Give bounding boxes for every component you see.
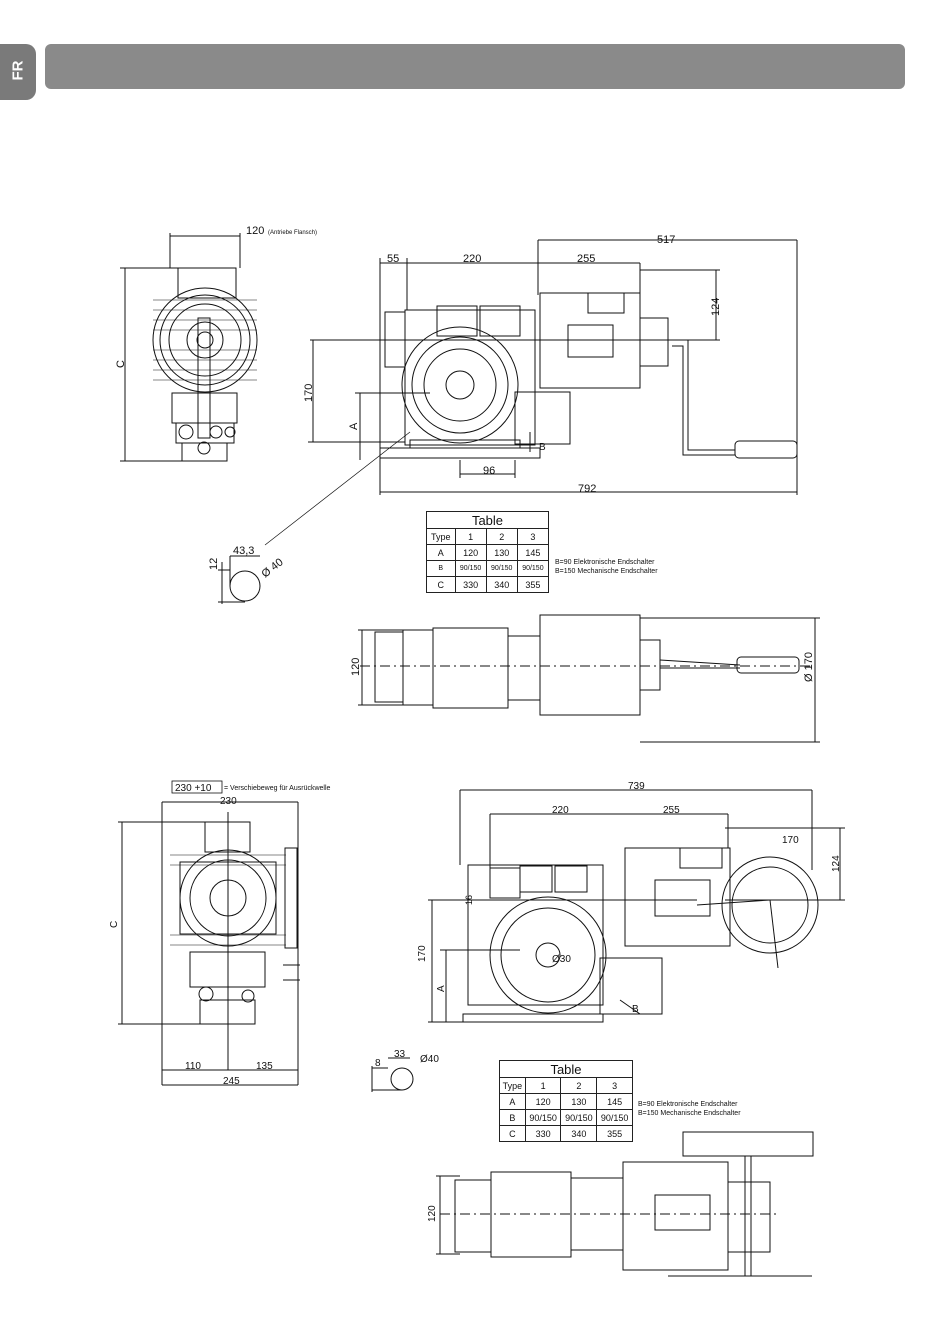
dim-120-label: 120: [246, 225, 264, 237]
table-cell: 145: [596, 1093, 633, 1110]
table-cell: 90/150: [560, 1109, 598, 1126]
dim-220-bottom: 220: [552, 805, 569, 816]
table-cell: 145: [516, 544, 550, 561]
table-note-bottom: B=90 Elektronische Endschalter B=150 Mec…: [638, 1100, 741, 1118]
dim-230-label: 230: [220, 796, 237, 807]
flange-label: (Antriebe Flansch): [268, 230, 317, 236]
dim-517-label: 517: [657, 234, 675, 246]
table-header-2: 2: [560, 1077, 598, 1094]
table-note-top: B=90 Elektronische Endschalter B=150 Mec…: [555, 558, 658, 576]
dim-220-label: 220: [463, 253, 481, 265]
table-header-3: 3: [596, 1077, 633, 1094]
dim-55-label: 55: [387, 253, 399, 265]
table-cell: B: [499, 1109, 526, 1126]
table-cell: 340: [485, 576, 518, 593]
side-view-bottom: [428, 789, 845, 1023]
dim-170-circle: 170: [782, 835, 799, 846]
dim-170-label: 170: [303, 384, 315, 402]
dim-c-front: C: [115, 360, 127, 368]
front-view-bottom: [118, 801, 300, 1086]
header-bar: [45, 44, 905, 89]
table-header-type: Type: [499, 1077, 526, 1094]
table-cell: 120: [524, 1093, 562, 1110]
table-header-type: Type: [426, 528, 456, 545]
note-mechanical: B=150 Mechanische Endschalter: [555, 568, 658, 575]
table-cell: 355: [596, 1125, 633, 1142]
note-electronic: B=90 Elektronische Endschalter: [555, 559, 655, 566]
table-cell: 355: [516, 576, 550, 593]
table-header-2: 2: [485, 528, 518, 545]
dim-16-label: 16: [464, 895, 474, 905]
travel-text: = Verschiebeweg für Ausrückwelle: [224, 785, 331, 792]
shaft-detail-bottom: [371, 1057, 414, 1092]
drawing-top: 120 (Antriebe Flansch) C 517 55 220 255 …: [115, 225, 820, 743]
table-header-3: 3: [516, 528, 550, 545]
plan-120-label: 120: [350, 658, 362, 676]
dim-33-label: 33: [394, 1049, 406, 1060]
table-header-1: 1: [454, 528, 487, 545]
dim-135-label: 135: [256, 1061, 273, 1072]
dim-b-label: B: [539, 442, 546, 453]
table-cell: 90/150: [596, 1109, 633, 1126]
dim-255-label: 255: [577, 253, 595, 265]
dim-124-bottom: 124: [831, 855, 842, 872]
table-cell: 90/150: [516, 560, 550, 577]
dim-a-bottom: A: [436, 985, 447, 992]
table-header-1: 1: [524, 1077, 562, 1094]
dim-124-label: 124: [710, 298, 722, 316]
plan-120-bottom: 120: [427, 1205, 438, 1222]
dia-170-label: Ø 170: [803, 652, 815, 682]
language-tab[interactable]: FR: [0, 44, 36, 100]
table-title: Table: [499, 1060, 633, 1078]
dim-110-label: 110: [185, 1061, 201, 1072]
table-cell: 90/150: [485, 560, 518, 577]
front-view-top: [120, 233, 258, 462]
side-view-top: [264, 239, 798, 546]
dim-8-label: 8: [375, 1058, 381, 1069]
dim-b-bottom: B: [632, 1004, 639, 1015]
travel-label: 230 +10: [175, 783, 212, 794]
dim-739-label: 739: [628, 781, 645, 792]
dim-43-3-label: 43,3: [233, 545, 254, 557]
table-cell: 90/150: [454, 560, 487, 577]
table-cell: 330: [524, 1125, 562, 1142]
plan-view-bottom: [436, 1131, 814, 1277]
table-cell: 340: [560, 1125, 598, 1142]
table-cell: 130: [485, 544, 518, 561]
note-mechanical: B=150 Mechanische Endschalter: [638, 1110, 741, 1117]
table-cell: C: [426, 576, 456, 593]
dia-40-bottom: Ø40: [420, 1054, 439, 1065]
table-cell: A: [499, 1093, 526, 1110]
dia-30-label: Ø30: [552, 954, 571, 965]
dim-255-bottom: 255: [663, 805, 680, 816]
table-cell: C: [499, 1125, 526, 1142]
table-cell: A: [426, 544, 456, 561]
dim-c-front-bottom: C: [109, 921, 120, 928]
dia-40-label: Ø 40: [259, 556, 285, 580]
table-cell: 330: [454, 576, 487, 593]
type-table-bottom: Table Type 1 2 3 A 120 130 145 B 90/150 …: [499, 1060, 633, 1142]
dim-a-label: A: [348, 422, 360, 430]
table-cell: 130: [560, 1093, 598, 1110]
note-electronic: B=90 Elektronische Endschalter: [638, 1101, 738, 1108]
table-cell: B: [426, 560, 456, 577]
plan-view-top: [358, 614, 820, 743]
type-table-top: Table Type 1 2 3 A 120 130 145 B 90/150 …: [426, 511, 550, 593]
dim-245-label: 245: [223, 1076, 240, 1087]
table-cell: 120: [454, 544, 487, 561]
shaft-detail-top: [218, 555, 261, 604]
dim-12-label: 12: [208, 558, 220, 570]
table-title: Table: [426, 511, 549, 529]
table-cell: 90/150: [524, 1109, 562, 1126]
dim-170-bottom: 170: [417, 945, 428, 962]
dim-96-label: 96: [483, 465, 495, 477]
dim-792-label: 792: [578, 483, 596, 495]
drawing-bottom: 230 +10 = Verschiebeweg für Ausrückwelle…: [109, 780, 845, 1277]
